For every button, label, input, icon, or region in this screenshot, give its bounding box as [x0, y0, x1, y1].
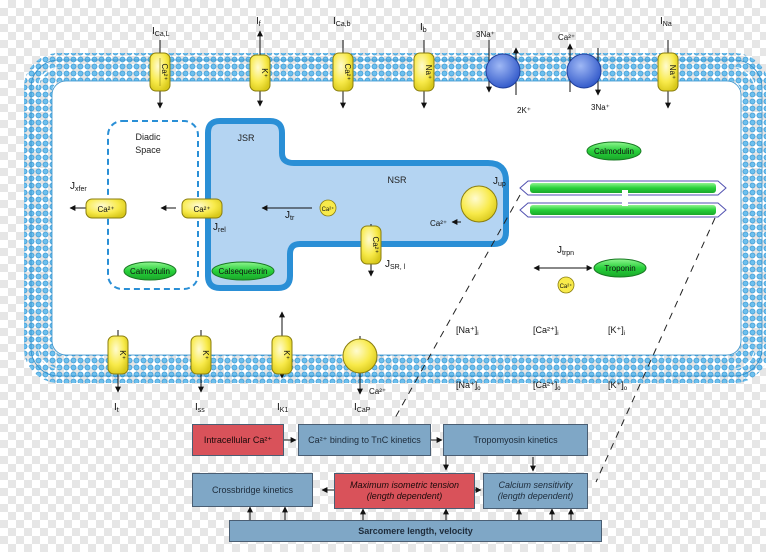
- k-i-label: [K⁺]i: [608, 325, 625, 337]
- sarcomere-length-box: Sarcomere length, velocity: [229, 520, 602, 542]
- icab-label: ICa,b: [333, 16, 351, 28]
- ina-label: INa: [660, 16, 672, 28]
- ib-ion: Na⁺: [424, 65, 433, 79]
- jtr-label: Jtr: [285, 210, 295, 222]
- ical-ion: Ca²⁺: [160, 63, 169, 80]
- channel-ina: [657, 52, 679, 92]
- iss-ion: K⁺: [201, 350, 210, 360]
- k-o-label: [K⁺]o: [608, 380, 628, 392]
- jrel-ion: Ca²⁺: [193, 205, 210, 214]
- serca-pump: [460, 185, 498, 223]
- ca-pump-ion-label: Ca²⁺: [369, 387, 386, 396]
- if-ion: K⁺: [260, 68, 269, 78]
- icab-ion: Ca²⁺: [343, 63, 352, 80]
- jxfer-ion: Ca²⁺: [97, 205, 114, 214]
- jrel-label: Jrel: [213, 222, 226, 234]
- calmodulin-cyto: [586, 141, 642, 161]
- na-i-label: [Na⁺]i: [456, 325, 479, 337]
- ca-ion-troponin: [557, 276, 575, 294]
- calmodulin-sr: [123, 261, 177, 281]
- sarcoplasmic-reticulum: [205, 118, 509, 291]
- channel-ib: [413, 52, 435, 92]
- flowchart-arrows: [247, 437, 574, 520]
- sr-leak-ion: Ca²⁺: [371, 236, 380, 253]
- if-label: If: [256, 16, 261, 28]
- calcium-sensitivity-box: Calcium sensitivity (length dependent): [483, 473, 588, 509]
- jsr-label: JSR: [237, 133, 255, 143]
- channel-it: [107, 335, 129, 375]
- ca-i-label: [Ca²⁺]i: [533, 325, 559, 337]
- iss-label: Iss: [195, 402, 205, 414]
- guide-line-right: [595, 217, 716, 483]
- ical-label: ICa,L: [152, 26, 170, 38]
- jsrl-label: JSR, l: [385, 259, 406, 271]
- icap-label: ICaP: [354, 402, 371, 414]
- channel-sr-leak: [360, 225, 382, 265]
- channel-if: [249, 54, 271, 92]
- ik1-label: IK1: [277, 402, 288, 414]
- channel-ik1: [271, 335, 293, 375]
- sarcolemmal-ca-pump: [342, 338, 378, 374]
- pump-k-out-label: 2K⁺: [517, 106, 531, 115]
- calmodulin-cyto-label: Calmodulin: [594, 147, 634, 156]
- it-label: It: [114, 402, 119, 414]
- nsr-label: NSR: [387, 175, 407, 185]
- guide-line-left: [394, 194, 521, 419]
- crossbridge-kinetics-box: Crossbridge kinetics: [192, 473, 313, 507]
- ca-ion-jtr: [319, 199, 337, 217]
- jtrpn-label: Jtrpn: [557, 245, 574, 257]
- channel-ical: [149, 52, 171, 92]
- calsequestrin-label: Calsequestrin: [219, 267, 268, 276]
- dyadic-space-label-2: Space: [135, 145, 161, 155]
- jxfer-label: Jxfer: [70, 181, 87, 193]
- pump-na-in-label: 3Na⁺: [476, 30, 495, 39]
- calsequestrin: [211, 261, 275, 281]
- channel-iss: [190, 335, 212, 375]
- ca-binding-tnc-box: Ca²⁺ binding to TnC kinetics: [298, 424, 431, 456]
- jup-label: Jup: [493, 176, 506, 188]
- ib-label: Ib: [420, 22, 427, 34]
- ik1-ion: K⁺: [282, 350, 291, 360]
- jup-ion: Ca²⁺: [430, 219, 447, 228]
- channel-jxfer: [85, 198, 127, 219]
- tropomyosin-kinetics-box: Tropomyosin kinetics: [443, 424, 588, 456]
- ina-ion: Na⁺: [668, 65, 677, 79]
- troponin-label: Troponin: [604, 264, 635, 273]
- calmodulin-sr-label: Calmodulin: [130, 267, 170, 276]
- troponin: [593, 258, 647, 278]
- troponin-ion: Ca²⁺: [560, 283, 573, 290]
- intracellular-ca-box: Intracellular Ca²⁺: [192, 424, 284, 456]
- myofilament: [519, 180, 727, 218]
- channel-icab: [332, 52, 354, 92]
- it-ion: K⁺: [118, 350, 127, 360]
- ca-o-label: [Ca²⁺]o: [533, 380, 561, 392]
- na-ca-exchanger: [566, 53, 602, 89]
- na-o-label: [Na⁺]o: [456, 380, 481, 392]
- channel-jrel: [181, 198, 223, 219]
- na-k-pump: [485, 53, 521, 89]
- jtr-ion: Ca²⁺: [322, 206, 335, 213]
- max-isometric-tension-box: Maximum isometric tension (length depend…: [334, 473, 475, 509]
- exchanger-na-in-label: 3Na⁺: [591, 103, 610, 112]
- exchanger-ca-out-label: Ca²⁺: [558, 33, 575, 42]
- dyadic-space-label-1: Diadic: [135, 132, 161, 142]
